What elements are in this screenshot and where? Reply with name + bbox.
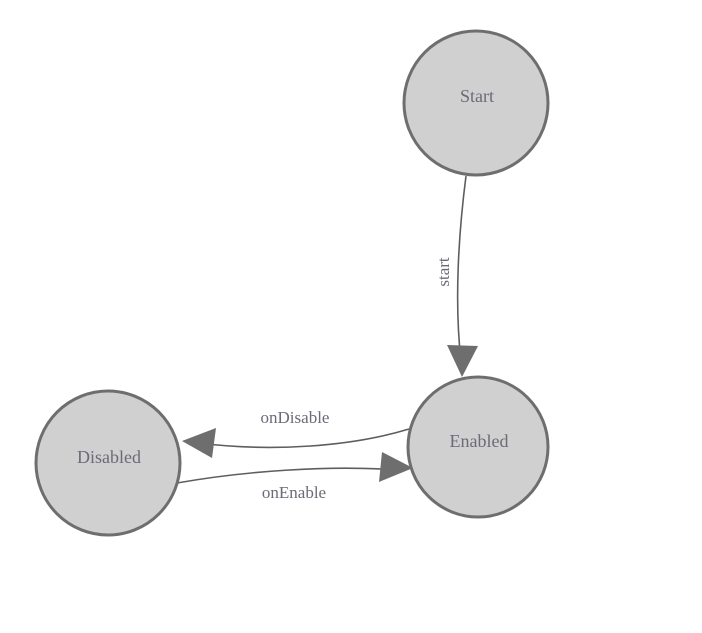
node-start-circle [402, 29, 550, 177]
edge-path-enabled-to-disabled [198, 428, 410, 449]
node-enabled-label: Enabled [450, 431, 509, 451]
edge-path-start-to-enabled [456, 175, 467, 362]
node-disabled[interactable]: Disabled [34, 389, 182, 537]
node-disabled-circle [34, 389, 182, 537]
edge-enabled-to-disabled[interactable]: onDisable [182, 408, 410, 458]
edge-label-onenable: onEnable [262, 483, 326, 502]
node-enabled[interactable]: Enabled [406, 375, 550, 519]
edge-label-ondisable: onDisable [261, 408, 330, 427]
node-disabled-label: Disabled [77, 447, 141, 467]
arrowhead-start-to-enabled [447, 345, 478, 377]
edge-label-start: start [434, 257, 453, 287]
node-start[interactable]: Start [402, 29, 550, 177]
edge-disabled-to-enabled[interactable]: onEnable [176, 452, 413, 502]
node-start-label: Start [460, 86, 494, 106]
arrowhead-enabled-to-disabled [182, 428, 216, 458]
arrowhead-disabled-to-enabled [379, 452, 413, 482]
edge-path-disabled-to-enabled [176, 467, 397, 484]
node-enabled-circle [406, 375, 550, 519]
edge-start-to-enabled[interactable]: start [434, 175, 478, 377]
